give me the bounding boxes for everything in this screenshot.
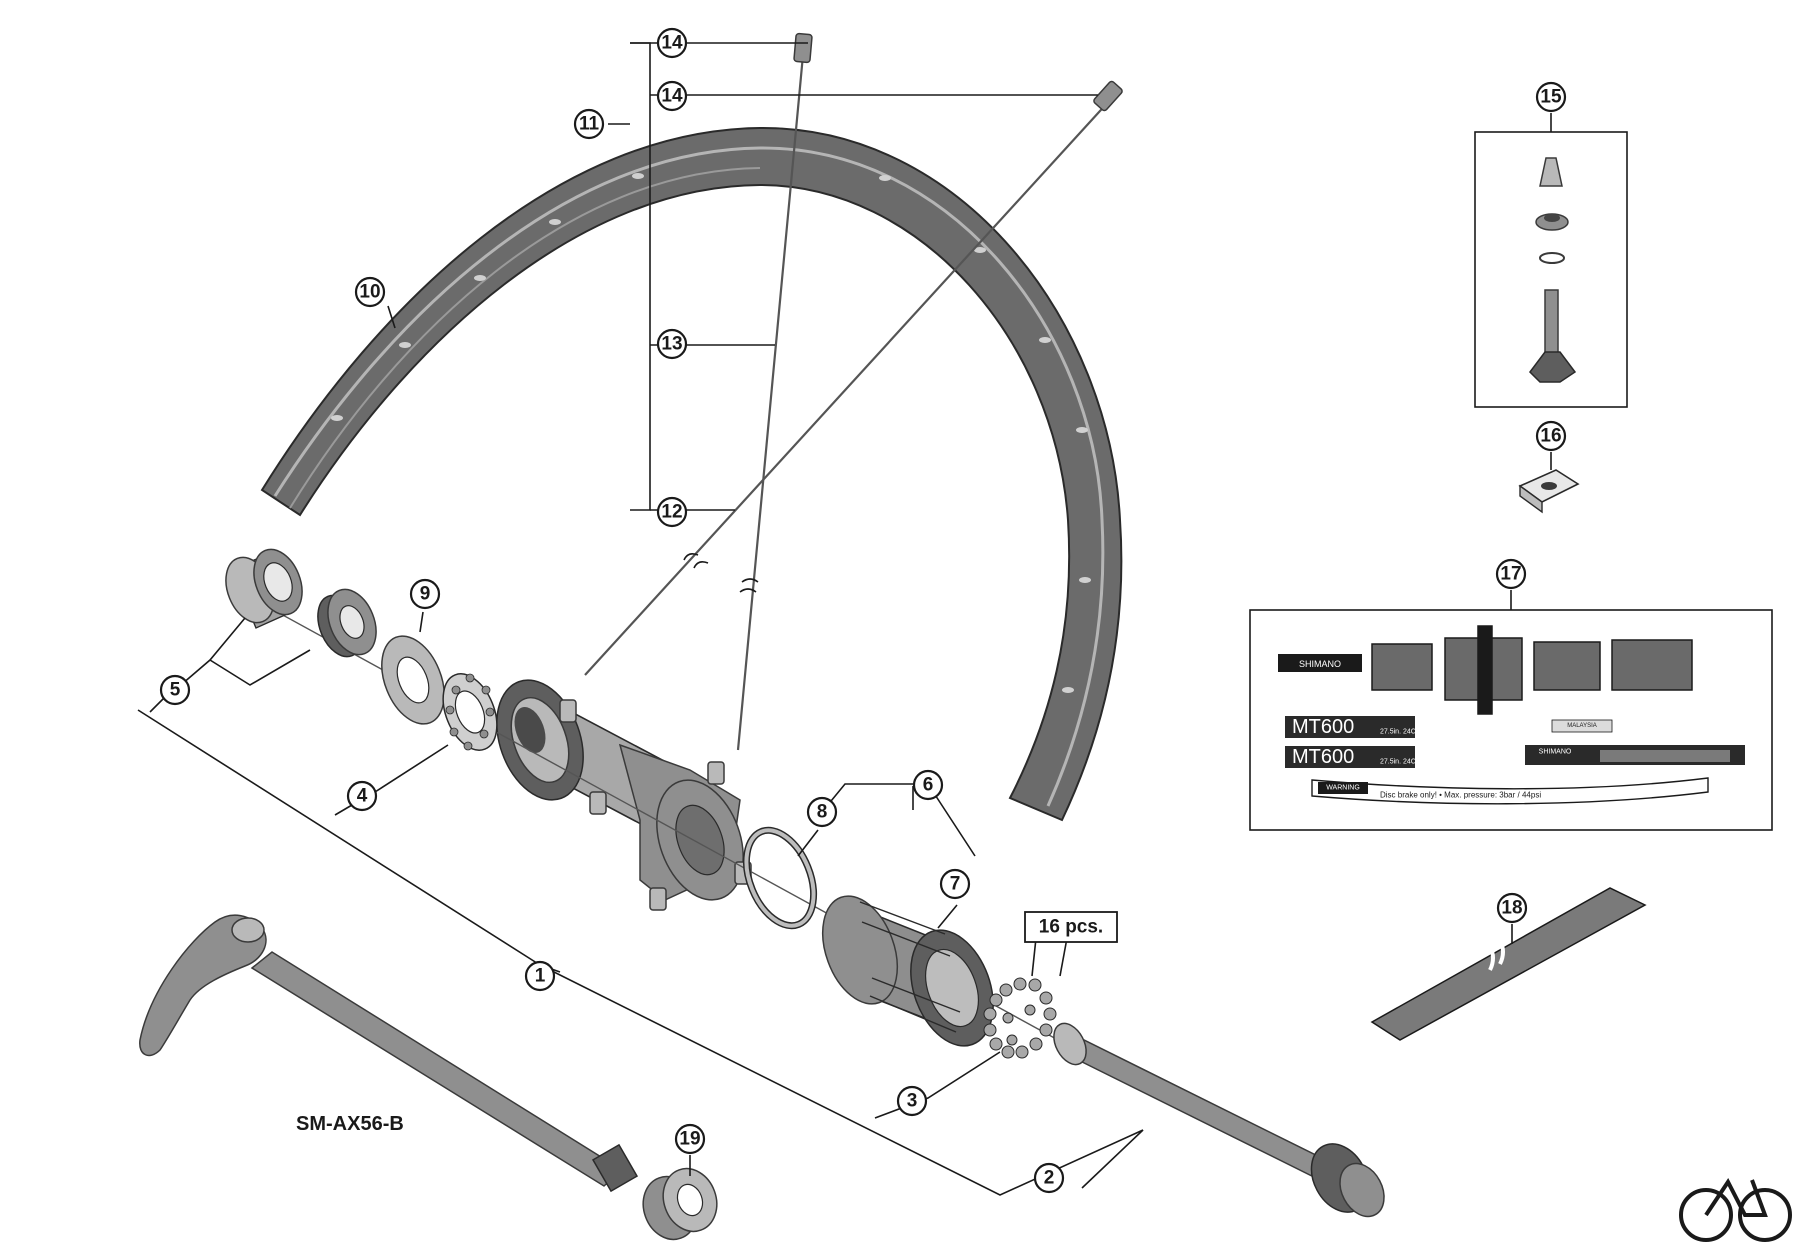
svg-text:17: 17 <box>1500 564 1521 585</box>
svg-text:10: 10 <box>359 282 380 303</box>
spoke-short <box>736 32 813 751</box>
callout-15: 15 <box>1535 81 1567 113</box>
end-cap-outer <box>225 548 303 629</box>
axle-nut <box>642 1167 718 1241</box>
valve-washer <box>1539 252 1565 264</box>
bicycle-icon <box>1679 1178 1792 1242</box>
svg-text:14: 14 <box>661 33 683 54</box>
decal-model-1: MT600 27.5in. 24C <box>1285 716 1416 738</box>
rim-tape <box>1370 887 1647 1041</box>
svg-text:13: 13 <box>661 334 682 355</box>
callout-6: 6 <box>912 769 944 801</box>
callout-2: 2 <box>1033 1162 1065 1194</box>
valve-nut <box>1535 213 1569 231</box>
valve-stem <box>1529 289 1577 383</box>
callout-18: 18 <box>1496 892 1528 924</box>
svg-text:3: 3 <box>907 1091 918 1112</box>
o-ring <box>742 826 818 930</box>
rim <box>260 126 1123 822</box>
hub-body <box>496 679 752 911</box>
decal-model-2-size: 27.5in. 24C <box>1380 759 1416 766</box>
rim-tape-pad <box>1518 469 1580 514</box>
decal-brand-text: SHIMANO <box>1299 659 1341 669</box>
decal-model-1-size: 27.5in. 24C <box>1380 729 1416 736</box>
bearing <box>442 673 498 751</box>
svg-text:5: 5 <box>170 680 181 701</box>
break-mark <box>1488 939 1505 971</box>
quantity-text: 16 pcs. <box>1039 917 1103 938</box>
svg-text:14: 14 <box>661 86 683 107</box>
end-cap-inner <box>317 588 377 658</box>
callout-10: 10 <box>354 276 386 308</box>
decal-made-in: MALAYSIA <box>1551 719 1613 733</box>
callout-16: 16 <box>1535 420 1567 452</box>
freehub-body <box>821 895 994 1047</box>
callout-14-mid: 14 <box>656 80 688 112</box>
axle-model-label: SM-AX56-B <box>296 1113 404 1135</box>
hub-axle <box>1053 1022 1385 1218</box>
decal-model-2-text: MT600 <box>1292 746 1354 768</box>
callout-9: 9 <box>409 578 441 610</box>
callout-4: 4 <box>346 780 378 812</box>
callout-8: 8 <box>806 796 838 828</box>
decal-small-brand-text: SHIMANO <box>1539 749 1572 756</box>
loose-balls <box>983 977 1057 1059</box>
callout-13: 13 <box>656 328 688 360</box>
svg-text:8: 8 <box>817 802 828 823</box>
svg-text:15: 15 <box>1540 87 1562 108</box>
svg-text:1: 1 <box>535 966 546 987</box>
decal-small-mtb: SHIMANO <box>1525 745 1745 765</box>
decal-graphic-mtb <box>1371 625 1693 715</box>
svg-text:9: 9 <box>420 584 431 605</box>
callout-14-top: 14 <box>656 27 688 59</box>
dust-washer <box>381 635 445 725</box>
decal-model-2: MT600 27.5in. 24C <box>1285 746 1416 768</box>
decal-warning-label: WARNING <box>1326 785 1360 792</box>
break-mark <box>739 578 759 593</box>
callout-11: 11 <box>573 108 605 140</box>
spoke-long <box>584 80 1123 676</box>
thru-axle <box>139 914 639 1193</box>
svg-text:16: 16 <box>1540 426 1561 447</box>
quantity-label: 16 pcs. <box>1024 911 1118 943</box>
spoke-nipple <box>1093 80 1123 112</box>
decal-warning-strip: WARNING Disc brake only! • Max. pressure… <box>1311 777 1709 805</box>
callout-7: 7 <box>939 868 971 900</box>
callout-17: 17 <box>1495 558 1527 590</box>
svg-text:4: 4 <box>357 786 368 807</box>
spoke-nipple <box>793 32 813 64</box>
callout-19: 19 <box>674 1123 706 1155</box>
callout-12: 12 <box>656 496 688 528</box>
decal-model-1-text: MT600 <box>1292 716 1354 738</box>
decal-made-in-text: MALAYSIA <box>1567 723 1597 729</box>
svg-text:6: 6 <box>923 775 934 796</box>
break-mark <box>683 553 709 569</box>
callout-3: 3 <box>896 1085 928 1117</box>
svg-text:11: 11 <box>579 114 600 135</box>
valve-cap <box>1539 157 1563 187</box>
callout-1: 1 <box>524 960 556 992</box>
svg-text:7: 7 <box>950 874 961 895</box>
decal-brand-strip: SHIMANO <box>1278 654 1362 672</box>
decal-warning-text: Disc brake only! • Max. pressure: 3bar /… <box>1380 791 1541 800</box>
callout-5: 5 <box>159 674 191 706</box>
rim-spoke-holes <box>331 173 1091 693</box>
svg-text:19: 19 <box>679 1129 700 1150</box>
svg-text:12: 12 <box>661 502 682 523</box>
svg-text:2: 2 <box>1044 1168 1055 1189</box>
svg-text:18: 18 <box>1501 898 1522 919</box>
